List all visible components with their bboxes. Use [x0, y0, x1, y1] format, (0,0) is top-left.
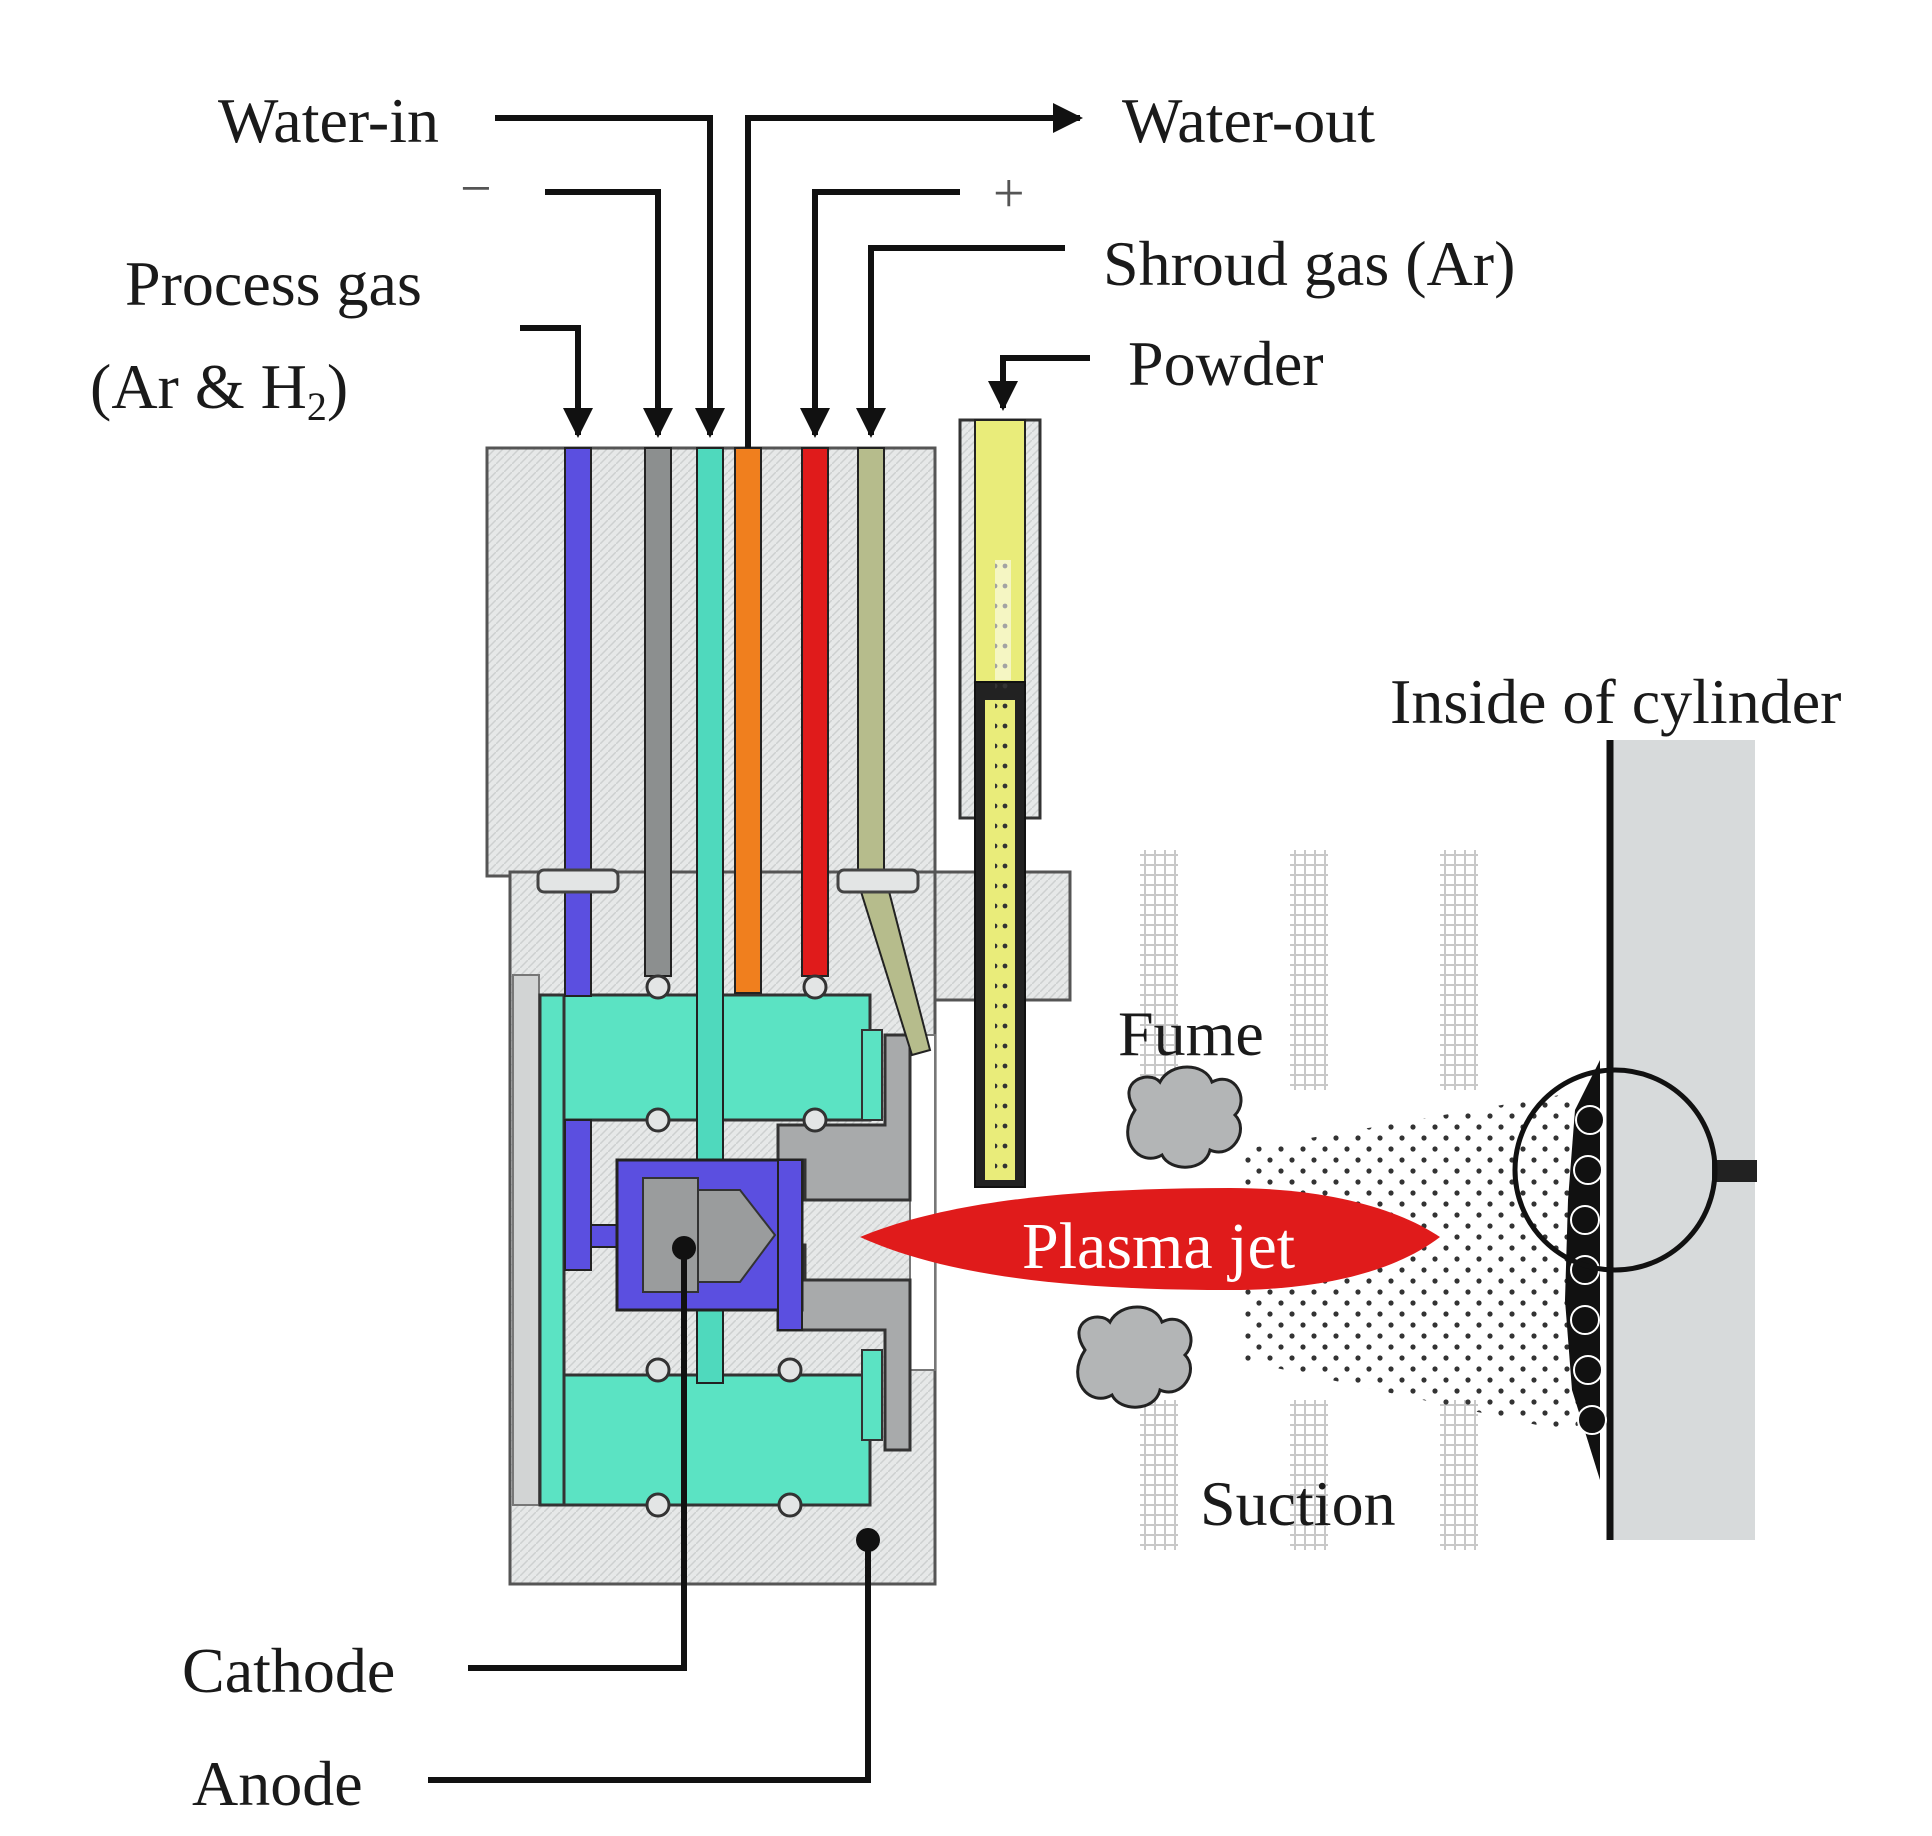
- cylinder-wall: [1606, 740, 1757, 1540]
- anode-leader: [428, 1540, 871, 1783]
- water-in-leader: [495, 115, 725, 438]
- process-gas-close: ): [327, 351, 348, 422]
- anode-label: Anode: [192, 1748, 363, 1819]
- plasma-jet-label: Plasma jet: [1022, 1210, 1295, 1283]
- left-side-strip: [512, 974, 540, 1506]
- powder-leader: [988, 355, 1090, 411]
- anode-nozzle: [776, 1033, 912, 1452]
- powder-injector: [958, 418, 1042, 1188]
- nozzle-channel: [909, 1034, 936, 1371]
- negative-label: −: [460, 158, 492, 220]
- shroud-gas-leader: [856, 245, 1065, 438]
- negative-pipe: [644, 447, 672, 977]
- negative-leader: [545, 189, 673, 438]
- anode-lower: [776, 1243, 912, 1452]
- positive-leader: [800, 189, 960, 438]
- process-gas-label: Process gas: [125, 248, 422, 319]
- water-out-leader: [745, 103, 1083, 448]
- powder-label: Powder: [1128, 328, 1324, 399]
- o-ring-4: [802, 1107, 828, 1133]
- suction-column-bottom-2: [1290, 1400, 1328, 1550]
- magnifier-circle: [1512, 1067, 1718, 1273]
- powder-stream-bg: [995, 560, 1011, 680]
- positive-label: +: [993, 163, 1025, 225]
- water-in-label: Water-in: [218, 85, 439, 156]
- labels: Water-in Water-out − + Shroud gas (Ar) P…: [90, 85, 1841, 1819]
- process-gas-leader: [520, 325, 593, 438]
- suction-column-bottom-3: [1440, 1400, 1478, 1550]
- plasma-jet-flame: [860, 1188, 1440, 1290]
- leader-lines: [428, 103, 1090, 1783]
- process-gas-subscript: 2: [307, 384, 327, 429]
- suction-label: Suction: [1200, 1468, 1396, 1539]
- o-ring-1: [645, 974, 671, 1000]
- lower-right-coolant: [861, 1349, 883, 1441]
- cathode-holder-flange: [777, 1159, 803, 1331]
- suction-zones: [1140, 850, 1478, 1550]
- process-gas-pipe-lower: [564, 1119, 592, 1271]
- cylinder-surface: [1610, 740, 1755, 1540]
- cathode-body: [642, 1177, 699, 1293]
- o-ring-6: [777, 1357, 803, 1383]
- seal-right: [836, 868, 920, 894]
- cathode-tip: [697, 1189, 777, 1283]
- positive-pipe: [801, 447, 829, 977]
- suction-column-top-3: [1440, 850, 1478, 1090]
- magnifier-handle: [1712, 1160, 1757, 1182]
- left-coolant-channel: [538, 993, 566, 1507]
- cathode-label: Cathode: [182, 1635, 395, 1706]
- upper-right-coolant: [861, 1029, 883, 1121]
- suction-column-bottom-1: [1140, 1400, 1178, 1550]
- spray-particle-field: [1240, 1095, 1600, 1430]
- o-ring-5: [645, 1357, 671, 1383]
- cathode-leader: [468, 1248, 687, 1671]
- suction-column-top-1: [1140, 850, 1178, 1090]
- o-ring-7: [645, 1492, 671, 1518]
- powder-stream: [995, 560, 1011, 1180]
- fume-cloud-upper: [1126, 1065, 1243, 1169]
- anode-upper: [776, 1033, 912, 1202]
- o-ring-3: [645, 1107, 671, 1133]
- water-out-pipe: [734, 447, 762, 994]
- shroud-gas-label: Shroud gas (Ar): [1103, 228, 1515, 299]
- o-ring-2: [802, 974, 828, 1000]
- suction-column-top-2: [1290, 850, 1328, 1090]
- process-gas-pipe: [564, 447, 592, 997]
- seals: [536, 868, 920, 1518]
- lower-coolant-block: [538, 1373, 872, 1507]
- inside-cylinder-label: Inside of cylinder: [1390, 666, 1841, 737]
- fume-label: Fume: [1118, 998, 1264, 1069]
- process-gas-composition: (Ar & H2): [90, 351, 348, 429]
- seal-left: [536, 868, 620, 894]
- o-ring-8: [777, 1492, 803, 1518]
- process-gas-open: (Ar & H: [90, 351, 307, 422]
- water-out-label: Water-out: [1122, 85, 1375, 156]
- fume-cloud-lower: [1076, 1305, 1193, 1409]
- cathode-assembly: [615, 1158, 804, 1331]
